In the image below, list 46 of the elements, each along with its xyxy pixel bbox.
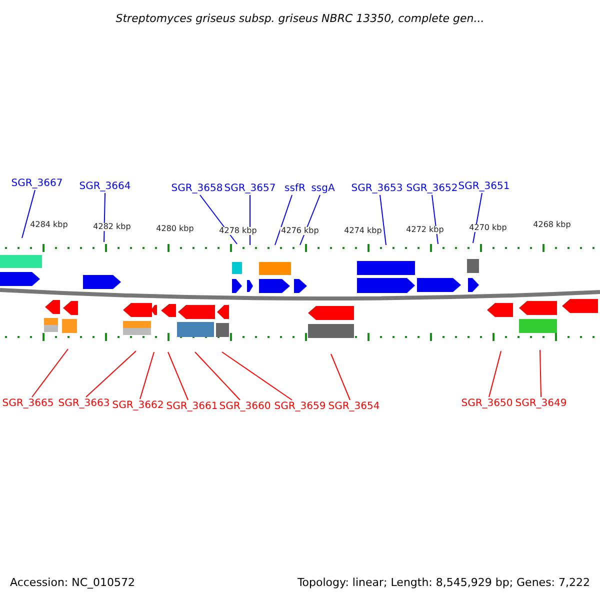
leader-line <box>330 354 350 400</box>
gene-label: SGR_3650 <box>461 397 513 410</box>
scale-label: 4276 kbp <box>280 227 320 235</box>
gene-label: SGR_3667 <box>11 177 63 190</box>
gene-label: SGR_3659 <box>274 400 326 413</box>
scale-label: 4268 kbp <box>532 221 572 229</box>
gene-label: SGR_3654 <box>328 400 380 413</box>
gene-label: SGR_3657 <box>224 182 276 195</box>
scale-label: 4278 kbp <box>218 227 258 235</box>
leader-line <box>32 348 68 398</box>
scale-label: 4282 kbp <box>92 223 132 231</box>
leader-line <box>168 352 188 400</box>
gene-label: SGR_3663 <box>58 397 110 410</box>
gene-label: ssgA <box>311 182 335 195</box>
gene-label: SGR_3651 <box>458 180 510 193</box>
leader-line <box>274 194 292 246</box>
scale-label: 4270 kbp <box>468 224 508 232</box>
title: Streptomyces griseus subsp. griseus NBRC 13350, complete gen... <box>114 11 486 27</box>
gene-label: SGR_3652 <box>406 182 458 195</box>
leader-line <box>140 352 154 400</box>
leader-line <box>488 350 502 398</box>
leader-line <box>222 352 292 400</box>
leader-line <box>472 192 482 244</box>
gene-label: SGR_3660 <box>219 400 271 413</box>
leader-line <box>22 190 36 238</box>
accession-text: Accession: NC_010572 <box>10 575 136 591</box>
gene-label: SGR_3665 <box>2 397 54 410</box>
scale-label: 4274 kbp <box>343 227 383 235</box>
scale-label: 4280 kbp <box>155 225 195 233</box>
leader-line <box>380 194 386 246</box>
gene-label: SGR_3664 <box>79 180 131 193</box>
gene-label: ssfR <box>284 182 306 195</box>
scale-label: 4272 kbp <box>405 226 445 234</box>
gene-label: SGR_3661 <box>166 400 218 413</box>
gene-label: SGR_3662 <box>112 399 164 412</box>
genome-info-text: Topology: linear; Length: 8,545,929 bp; Genes: 7,222 <box>297 575 590 591</box>
leader-line <box>104 192 106 242</box>
scale-label: 4284 kbp <box>29 221 69 229</box>
gene-label: SGR_3649 <box>515 397 567 410</box>
gene-label: SGR_3653 <box>351 182 403 195</box>
leader-line <box>200 194 238 244</box>
leader-line <box>540 350 542 398</box>
gene-label: SGR_3658 <box>171 182 223 195</box>
leader-line <box>300 194 320 246</box>
leader-line <box>86 350 136 398</box>
leader-line <box>194 352 240 400</box>
